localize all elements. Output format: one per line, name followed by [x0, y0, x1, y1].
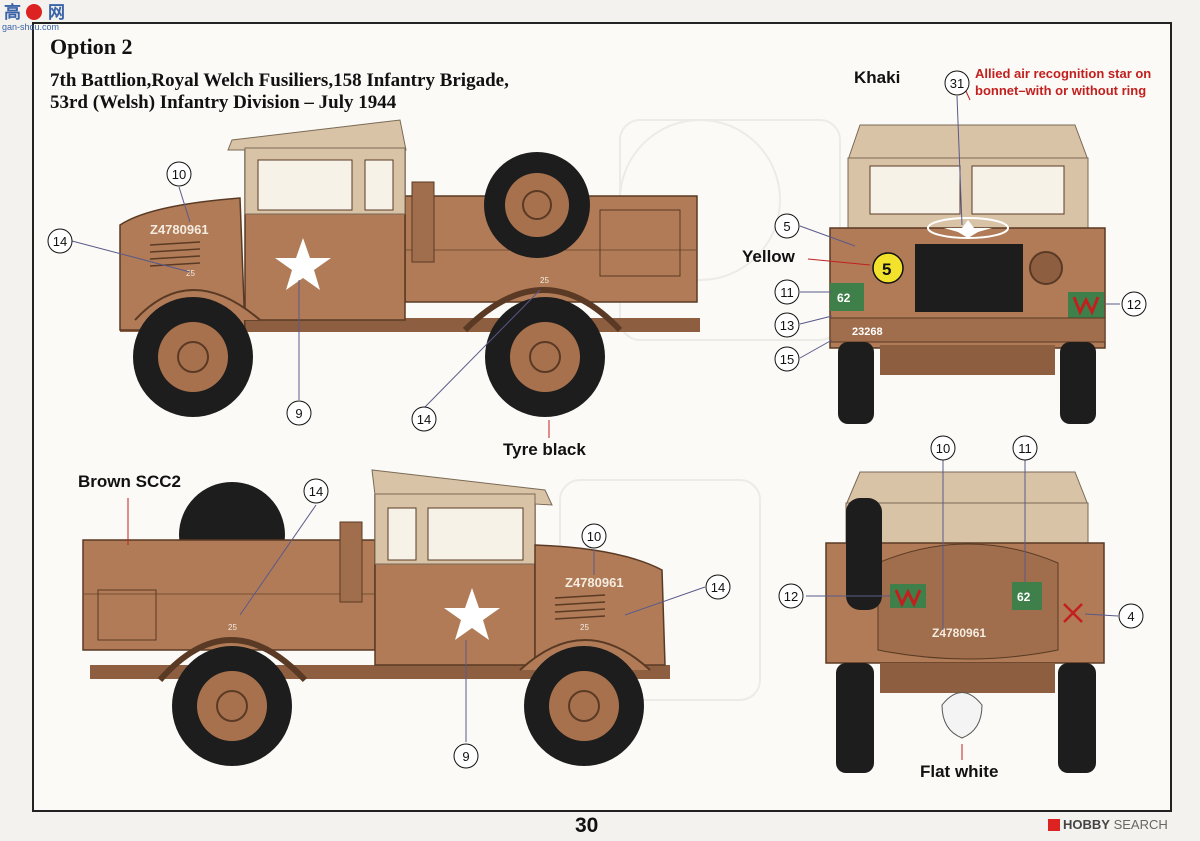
side-bottom-leader-lines [127, 498, 706, 742]
svg-text:14: 14 [711, 580, 725, 595]
svg-text:31: 31 [950, 76, 964, 91]
svg-text:9: 9 [462, 749, 469, 764]
rear-registration: Z4780961 [932, 626, 986, 640]
side-top-bridge-class: 25 [186, 269, 195, 278]
brand-logo-icon [1048, 819, 1060, 831]
callout-rear-4: 4 [1118, 603, 1144, 629]
callout-side-bottom-14b: 14 [705, 574, 731, 600]
hobby-search-brand: HOBBY SEARCH [1048, 817, 1168, 832]
svg-text:14: 14 [309, 484, 323, 499]
front-unit-number: 62 [837, 291, 851, 305]
callout-side-top-9: 9 [286, 400, 312, 426]
star-note-line1: Allied air recognition star on [975, 66, 1152, 81]
callout-front-5: 5 [774, 213, 800, 239]
callout-front-31: 31 [944, 70, 970, 96]
svg-text:14: 14 [417, 412, 431, 427]
svg-text:4: 4 [1127, 609, 1134, 624]
svg-text:5: 5 [783, 219, 790, 234]
callout-front-15: 15 [774, 346, 800, 372]
callout-side-top-10: 10 [166, 161, 192, 187]
rear-leader-lines [806, 460, 1119, 760]
option-title: Option 2 [50, 34, 133, 59]
svg-text:9: 9 [295, 406, 302, 421]
callout-side-bottom-9: 9 [453, 743, 479, 769]
star-note-line2: bonnet–with or without ring [975, 83, 1147, 98]
svg-text:11: 11 [780, 285, 794, 300]
side-bottom-registration: Z4780961 [565, 575, 624, 590]
flat-white-label: Flat white [920, 762, 999, 781]
tyre-black-label: Tyre black [503, 440, 586, 459]
svg-text:高: 高 [4, 2, 21, 22]
side-view-left-truck: Z4780961 25 25 [119, 119, 700, 417]
callout-side-top-14a: 14 [47, 228, 73, 254]
callout-front-11: 11 [774, 279, 800, 305]
svg-text:15: 15 [780, 352, 794, 367]
yellow-label: Yellow [742, 247, 795, 266]
option-subtitle-line1: 7th Battlion,Royal Welch Fusiliers,158 I… [50, 70, 509, 91]
front-number-plate: 23268 [852, 326, 883, 338]
svg-text:13: 13 [780, 318, 794, 333]
side-bottom-bridge-class: 25 [580, 623, 589, 632]
svg-text:25: 25 [228, 623, 237, 632]
svg-text:14: 14 [53, 234, 67, 249]
page-number: 30 [575, 814, 599, 837]
option-subtitle-line2: 53rd (Welsh) Infantry Division – July 19… [50, 92, 397, 113]
svg-text:网: 网 [48, 3, 65, 22]
side-top-leader-lines [71, 186, 550, 438]
callout-rear-12: 12 [778, 583, 804, 609]
khaki-label: Khaki [854, 68, 901, 87]
brand-word: SEARCH [1113, 817, 1168, 832]
rear-unit-number: 62 [1017, 590, 1031, 604]
svg-text:12: 12 [1127, 297, 1141, 312]
callout-front-13: 13 [774, 312, 800, 338]
side-view-right-truck: Z4780961 25 25 [82, 469, 670, 766]
svg-text:11: 11 [1018, 441, 1032, 456]
brown-scc2-label: Brown SCC2 [78, 472, 181, 491]
front-leader-lines [799, 77, 1120, 359]
rear-view-truck: 62 Z4780961 [825, 471, 1105, 773]
svg-text:10: 10 [172, 167, 186, 182]
svg-text:25: 25 [540, 276, 549, 285]
svg-text:12: 12 [784, 589, 798, 604]
callout-rear-11: 11 [1012, 435, 1038, 461]
callout-side-bottom-10: 10 [581, 523, 607, 549]
site-watermark-logo: 高 网 [4, 2, 65, 22]
callout-front-12: 12 [1121, 291, 1147, 317]
side-top-registration: Z4780961 [150, 222, 209, 237]
front-view-truck: 5 62 23268 [829, 124, 1106, 424]
callout-side-bottom-14a: 14 [303, 478, 329, 504]
callout-side-top-14b: 14 [411, 406, 437, 432]
callout-rear-10: 10 [930, 435, 956, 461]
brand-logo-text: HOBBY [1063, 817, 1110, 832]
front-bridge-disc: 5 [882, 260, 891, 279]
site-watermark-text: gan-shou.com [2, 22, 60, 32]
svg-text:10: 10 [587, 529, 601, 544]
svg-text:10: 10 [936, 441, 950, 456]
